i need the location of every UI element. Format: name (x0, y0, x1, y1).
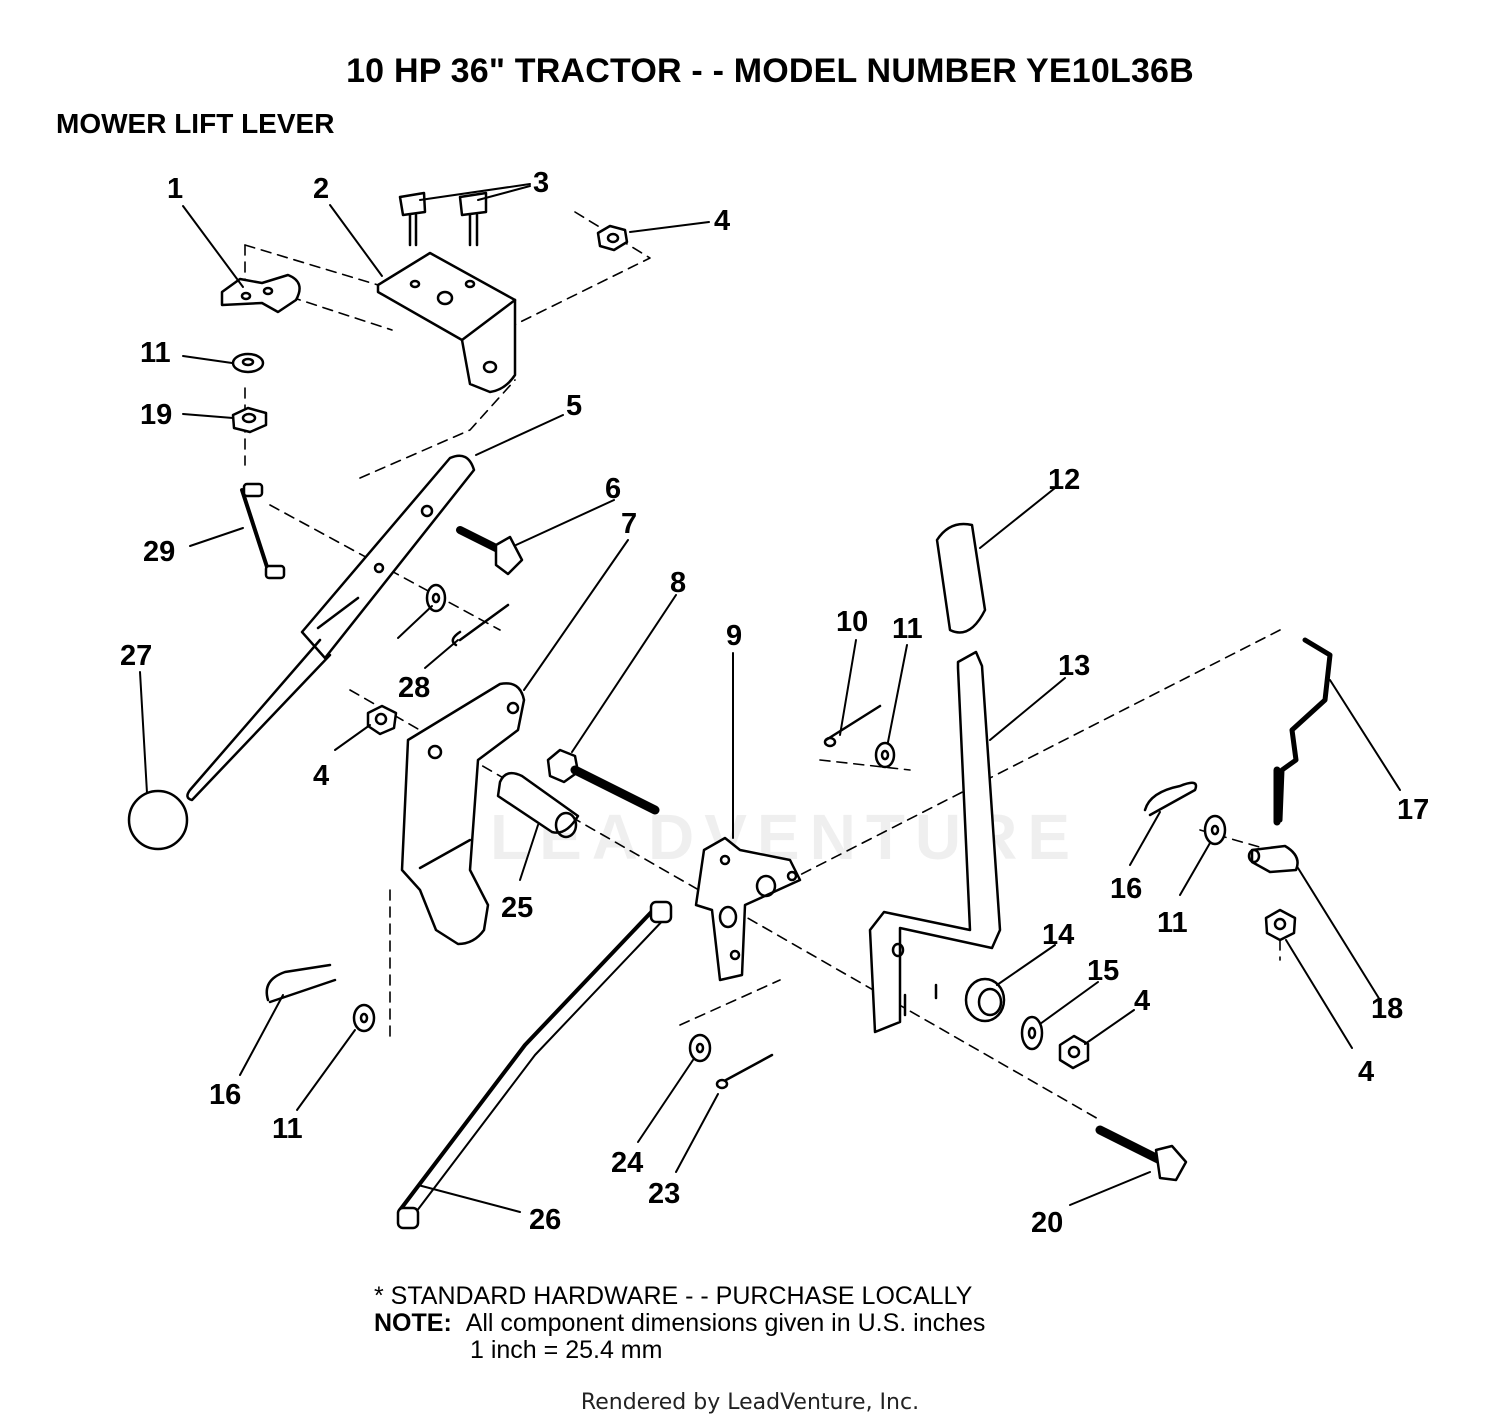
callout-11c: 11 (1157, 907, 1188, 939)
part-clip (220, 273, 301, 314)
callout-1: 1 (167, 173, 183, 205)
part-spacer (496, 771, 580, 839)
callout-labels: 1 2 3 4 11 19 5 6 29 7 12 8 27 28 9 10 1… (120, 167, 1429, 1239)
callout-28: 28 (398, 672, 430, 704)
part-pivot-plate (694, 836, 802, 982)
callout-5: 5 (566, 390, 582, 422)
callout-24: 24 (611, 1147, 643, 1179)
part-washer-15 (1020, 1015, 1044, 1051)
callout-13: 13 (1058, 650, 1090, 682)
callout-16b: 16 (209, 1079, 241, 1111)
part-washer-24 (688, 1033, 712, 1063)
part-cotter-pin-23 (715, 1053, 774, 1090)
part-nut (596, 224, 629, 252)
part-bracket (376, 251, 517, 394)
part-lift-arm (186, 454, 476, 802)
note-label: NOTE: (374, 1309, 452, 1337)
part-washer-11 (425, 583, 447, 613)
part-nut-4c (1264, 908, 1297, 942)
part-lever-bracket (400, 682, 526, 946)
callout-4b: 4 (313, 760, 329, 792)
part-long-bolt (546, 748, 660, 815)
part-nut-4a (366, 704, 398, 736)
section-title: MOWER LIFT LEVER (56, 108, 335, 139)
part-lift-rod (396, 900, 673, 1230)
part-lift-lever (868, 650, 1002, 1034)
part-link (240, 482, 286, 580)
part-adjust-rod (1273, 637, 1333, 826)
part-knob (127, 789, 189, 851)
callout-6: 6 (605, 473, 621, 505)
alignment-lines (244, 211, 1281, 1121)
callout-25: 25 (501, 892, 533, 924)
part-handle-grip (935, 522, 987, 634)
part-washer-11c (874, 741, 896, 769)
footer-credit: Rendered by LeadVenture, Inc. (580, 1390, 920, 1415)
callout-26: 26 (529, 1204, 561, 1236)
part-cotter-pin (451, 603, 510, 647)
footnote-conversion: 1 inch = 25.4 mm (470, 1336, 663, 1364)
part-washer-11b (352, 1003, 376, 1033)
part-trunnion (1247, 844, 1299, 874)
callout-16: 16 (1110, 873, 1142, 905)
diagram-title: 10 HP 36" TRACTOR - - MODEL NUMBER YE10L… (346, 52, 1194, 90)
callout-4: 4 (714, 205, 730, 237)
part-nut-4b (1058, 1034, 1090, 1070)
callout-4c: 4 (1134, 985, 1150, 1017)
callout-17: 17 (1397, 794, 1429, 826)
footnote: * STANDARD HARDWARE - - PURCHASE LOCALLY… (374, 1283, 985, 1364)
callout-18: 18 (1371, 993, 1403, 1025)
callout-14: 14 (1042, 919, 1074, 951)
part-shoulder-bolt (456, 526, 524, 576)
footnote-standard-hardware: * STANDARD HARDWARE - - PURCHASE LOCALLY (374, 1282, 973, 1310)
part-cotter-10 (823, 704, 882, 748)
callout-27: 27 (120, 640, 152, 672)
part-bolt-20 (1095, 1125, 1188, 1182)
callout-23: 23 (648, 1178, 680, 1210)
callout-2: 2 (313, 173, 329, 205)
callout-12: 12 (1048, 464, 1080, 496)
callout-20: 20 (1031, 1207, 1063, 1239)
part-nut-19 (231, 406, 268, 434)
part-bolts (398, 191, 488, 247)
callout-11d: 11 (272, 1113, 303, 1145)
callout-4d: 4 (1358, 1056, 1374, 1088)
leader-lines (139, 183, 1401, 1213)
callout-3: 3 (533, 167, 549, 199)
part-washer (231, 352, 265, 374)
note-text: All component dimensions given in U.S. i… (465, 1309, 986, 1337)
callout-11b: 11 (892, 613, 923, 645)
part-washer-11d (1203, 814, 1227, 846)
part-bushing-14 (964, 977, 1006, 1023)
callout-15: 15 (1087, 955, 1119, 987)
callout-29: 29 (143, 536, 175, 568)
part-hairpin-16b (1143, 781, 1198, 817)
callout-7: 7 (621, 508, 637, 540)
callout-9: 9 (726, 620, 742, 652)
callout-11: 11 (140, 337, 171, 369)
callout-19: 19 (140, 399, 172, 431)
callout-8: 8 (670, 567, 686, 599)
footnote-note: NOTE: All component dimensions given in … (374, 1310, 985, 1337)
part-hairpin-16 (265, 963, 337, 1004)
callout-10: 10 (836, 606, 868, 638)
